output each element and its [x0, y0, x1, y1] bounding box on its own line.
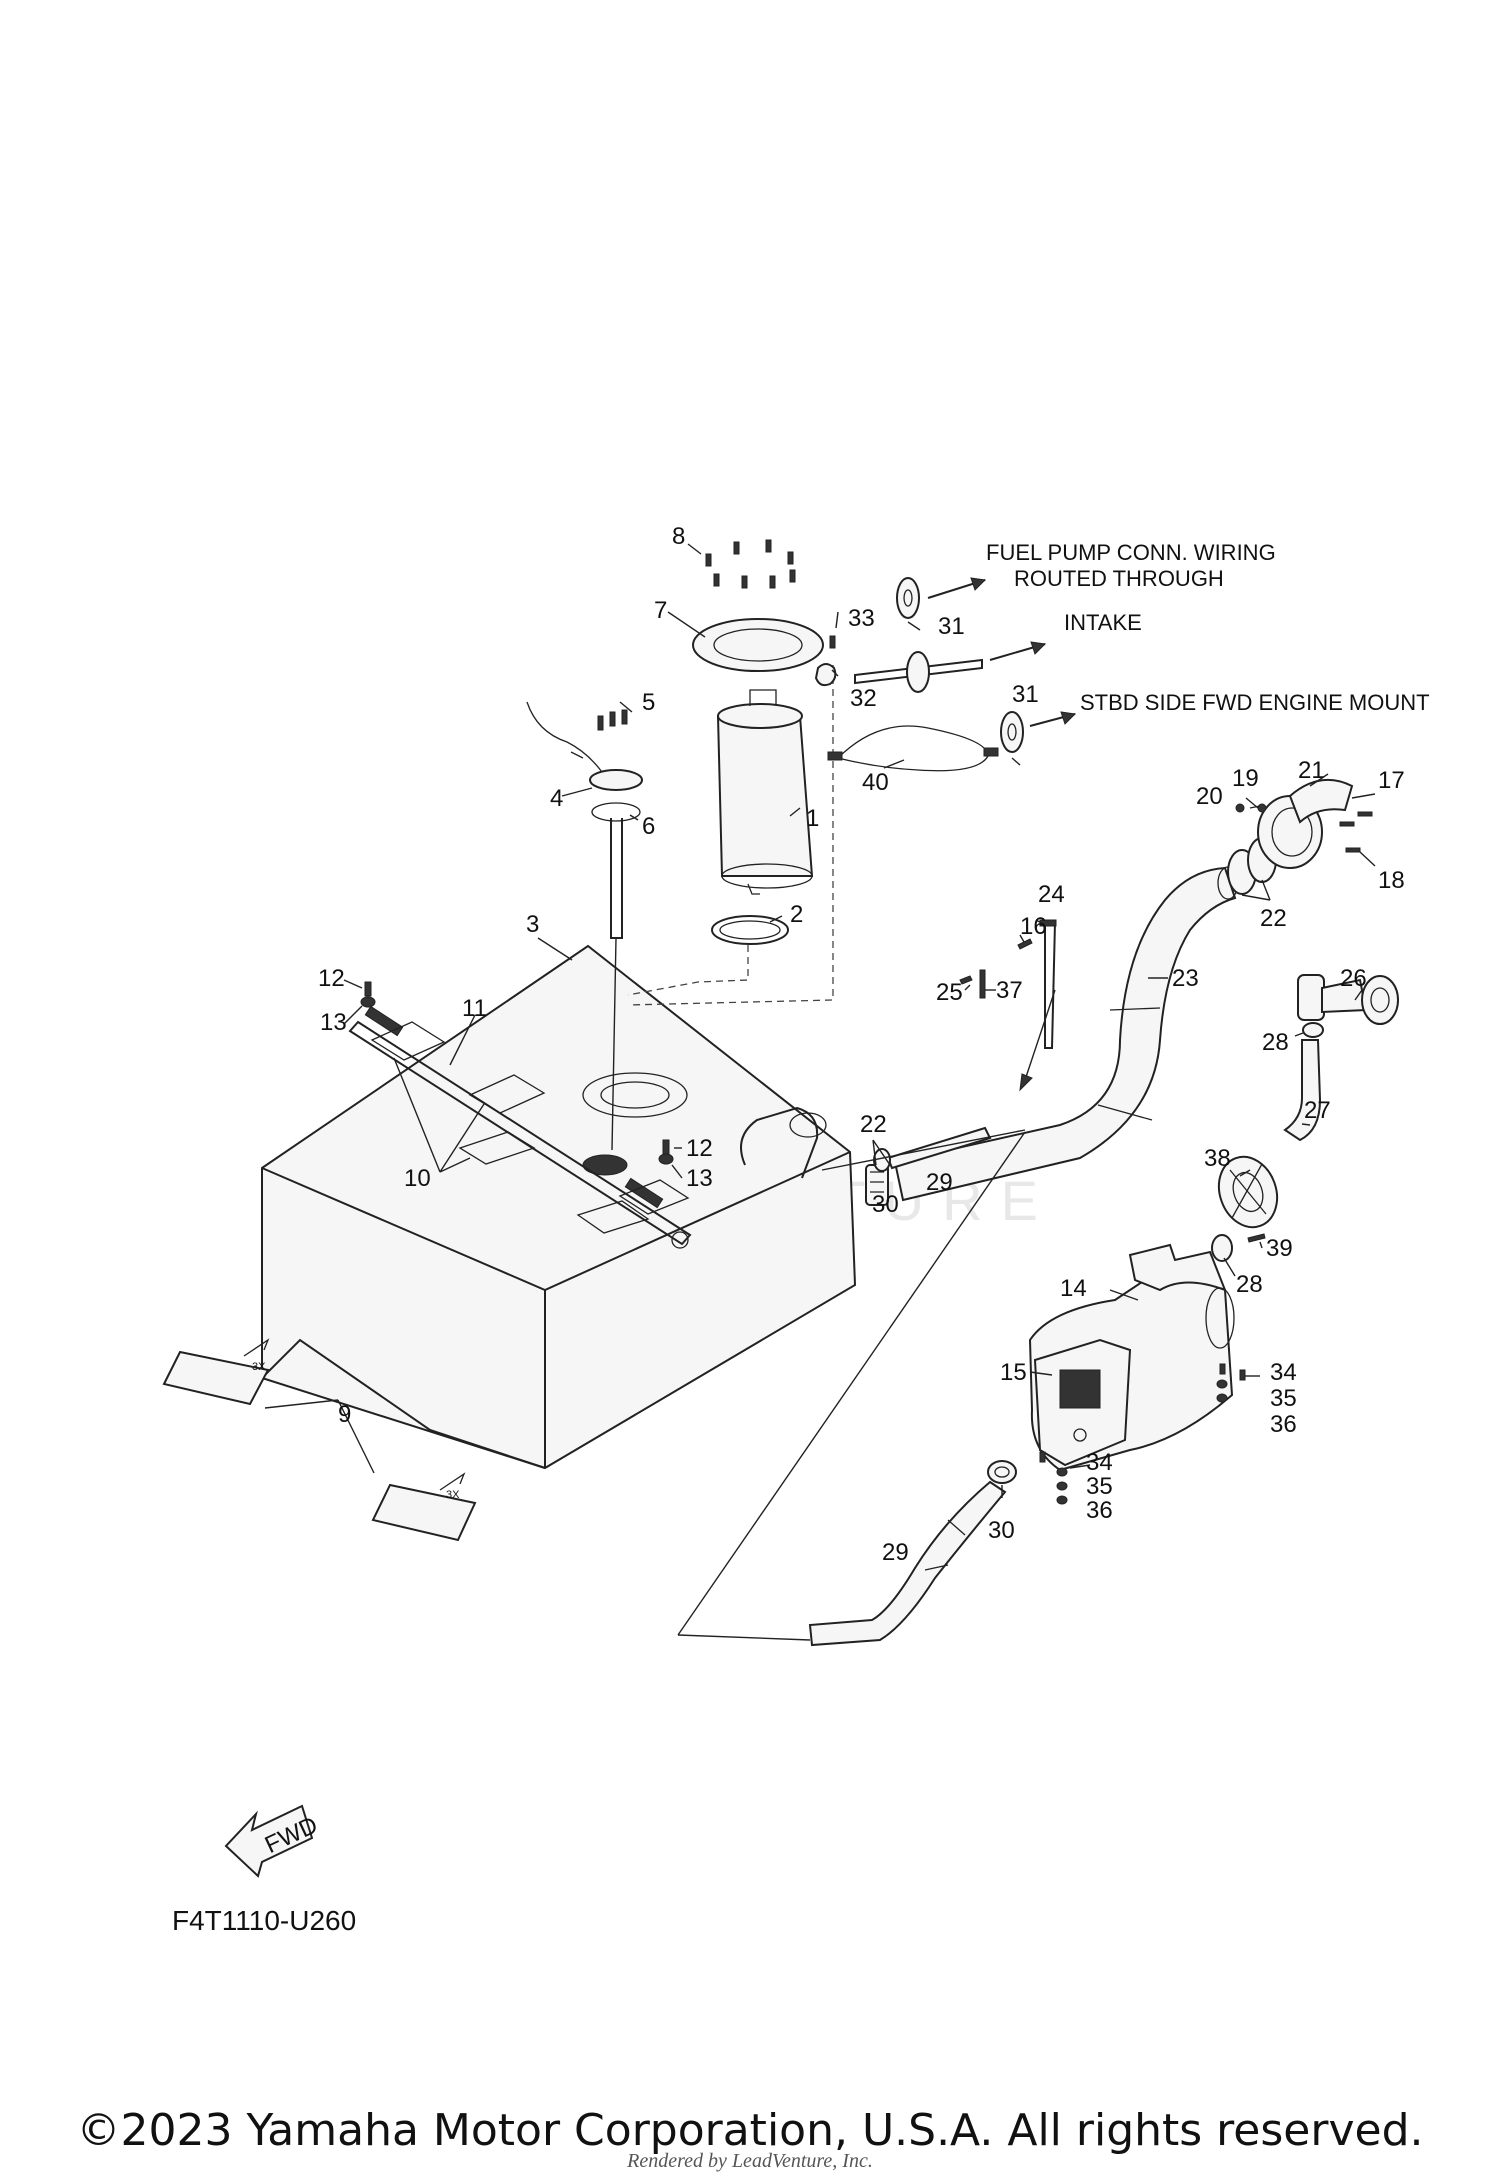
callout-34b: 34 [1086, 1449, 1113, 1476]
leader-lines [264, 543, 1376, 1571]
callout-30b: 30 [988, 1517, 1015, 1544]
callout-8: 8 [672, 523, 685, 550]
callout-36: 36 [1270, 1411, 1297, 1438]
callout-26: 26 [1340, 965, 1367, 992]
callout-7: 7 [654, 597, 667, 624]
sender-screws[interactable] [597, 709, 628, 731]
cover-screw[interactable] [1247, 1233, 1266, 1243]
callout-30: 30 [872, 1191, 899, 1218]
callout-13: 13 [320, 1009, 347, 1036]
callout-12b: 12 [686, 1135, 713, 1162]
routing-notes: FUEL PUMP CONN. WIRING ROUTED THROUGH IN… [986, 540, 1430, 715]
cooler-clamp[interactable] [1211, 1234, 1233, 1262]
callout-36b: 36 [1086, 1497, 1113, 1524]
cooler-hardware-lower[interactable] [1039, 1451, 1068, 1505]
holder-bolt[interactable] [959, 969, 986, 999]
cooler-cover[interactable] [1209, 1149, 1286, 1236]
figure-code: F4T1110-U260 [172, 1905, 357, 1936]
vent-hose-small[interactable] [1283, 1039, 1322, 1142]
callout-4: 4 [550, 785, 563, 812]
callout-33: 33 [848, 605, 875, 632]
fuel-tank[interactable] [261, 944, 857, 1470]
callout-14: 14 [1060, 1275, 1087, 1302]
cooler-hardware-right[interactable] [1216, 1363, 1246, 1403]
qty-label: 3X [446, 1489, 460, 1501]
hose-fitting[interactable] [814, 663, 837, 687]
callout-32: 32 [850, 685, 877, 712]
callout-11: 11 [462, 995, 487, 1022]
callout-27: 27 [1304, 1097, 1331, 1124]
callout-20: 20 [1196, 783, 1223, 810]
callout-16: 16 [1020, 913, 1047, 940]
retainer-plate[interactable] [692, 618, 824, 672]
wire-lead[interactable] [827, 725, 999, 772]
callout-23: 23 [1172, 965, 1199, 992]
clamp-upper[interactable] [1302, 1022, 1324, 1038]
callout-37: 37 [996, 977, 1023, 1004]
cooler-bracket[interactable] [1033, 1338, 1132, 1467]
callout-21: 21 [1298, 757, 1325, 784]
callout-labels: 1 2 3 4 5 6 7 8 9 10 11 12 13 12 13 14 1… [318, 523, 1405, 1566]
callout-39: 39 [1266, 1235, 1293, 1262]
floor-pad-upper[interactable]: 3X [162, 1338, 270, 1406]
callout-12: 12 [318, 965, 345, 992]
callout-6: 6 [642, 813, 655, 840]
callout-1: 1 [806, 805, 819, 832]
bolt-washer-left[interactable] [360, 981, 376, 1008]
note-intake: INTAKE [1064, 610, 1142, 635]
callout-18: 18 [1378, 867, 1405, 894]
pump-gasket[interactable] [711, 915, 789, 945]
grommet-upper[interactable] [896, 577, 920, 619]
callout-29b: 29 [882, 1539, 909, 1566]
callout-28: 28 [1262, 1029, 1289, 1056]
callout-31b: 31 [1012, 681, 1039, 708]
note-fuel-pump-wiring-1: FUEL PUMP CONN. WIRING [986, 540, 1276, 565]
callout-2: 2 [790, 901, 803, 928]
rendered-by: Rendered by LeadVenture, Inc. [627, 2150, 873, 2172]
callout-13b: 13 [686, 1165, 713, 1192]
holder-screw[interactable] [1017, 938, 1033, 950]
tank-strap[interactable] [348, 1005, 692, 1249]
callout-5: 5 [642, 689, 655, 716]
filler-cap-assembly[interactable] [1257, 779, 1354, 869]
plate-screws[interactable] [705, 539, 796, 589]
fitting-screw[interactable] [829, 635, 836, 649]
note-stbd-mount: STBD SIDE FWD ENGINE MOUNT [1080, 690, 1430, 715]
filler-screws[interactable] [1235, 803, 1373, 853]
qty-label: 3X [252, 1361, 266, 1373]
callout-17: 17 [1378, 767, 1405, 794]
hose-clamp-lower-small[interactable] [987, 1460, 1017, 1484]
check-valve[interactable] [1297, 974, 1399, 1025]
callout-15: 15 [1000, 1359, 1027, 1386]
callout-25: 25 [936, 979, 963, 1006]
floor-pad-lower[interactable]: 3X [371, 1472, 477, 1542]
callout-29: 29 [926, 1169, 953, 1196]
callout-35: 35 [1270, 1385, 1297, 1412]
fwd-arrow-icon: FWD [224, 1804, 322, 1878]
callout-24: 24 [1038, 881, 1065, 908]
fuel-pump[interactable] [716, 689, 814, 895]
fuel-level-sender[interactable] [526, 701, 643, 939]
callout-19: 19 [1232, 765, 1259, 792]
callout-22: 22 [1260, 905, 1287, 932]
callout-10: 10 [404, 1165, 431, 1192]
vent-tube[interactable] [854, 651, 983, 693]
callout-28b: 28 [1236, 1271, 1263, 1298]
callout-38: 38 [1204, 1145, 1231, 1172]
copyright-notice: ©2023 Yamaha Motor Corporation, U.S.A. A… [76, 2105, 1424, 2156]
vent-hose-upper[interactable] [886, 1126, 992, 1170]
callout-31: 31 [938, 613, 965, 640]
callout-9: 9 [338, 1401, 351, 1428]
callout-3: 3 [526, 911, 539, 938]
callout-22b: 22 [860, 1111, 887, 1138]
note-fuel-pump-wiring-2: ROUTED THROUGH [1014, 566, 1224, 591]
vent-hose-lower[interactable] [808, 1480, 1007, 1647]
callout-35b: 35 [1086, 1473, 1113, 1500]
callout-40: 40 [862, 769, 889, 796]
grommet-lower[interactable] [1000, 711, 1024, 753]
callout-34: 34 [1270, 1359, 1297, 1386]
tank-pads[interactable] [370, 1021, 690, 1234]
bolt-washer-center[interactable] [658, 1139, 674, 1165]
